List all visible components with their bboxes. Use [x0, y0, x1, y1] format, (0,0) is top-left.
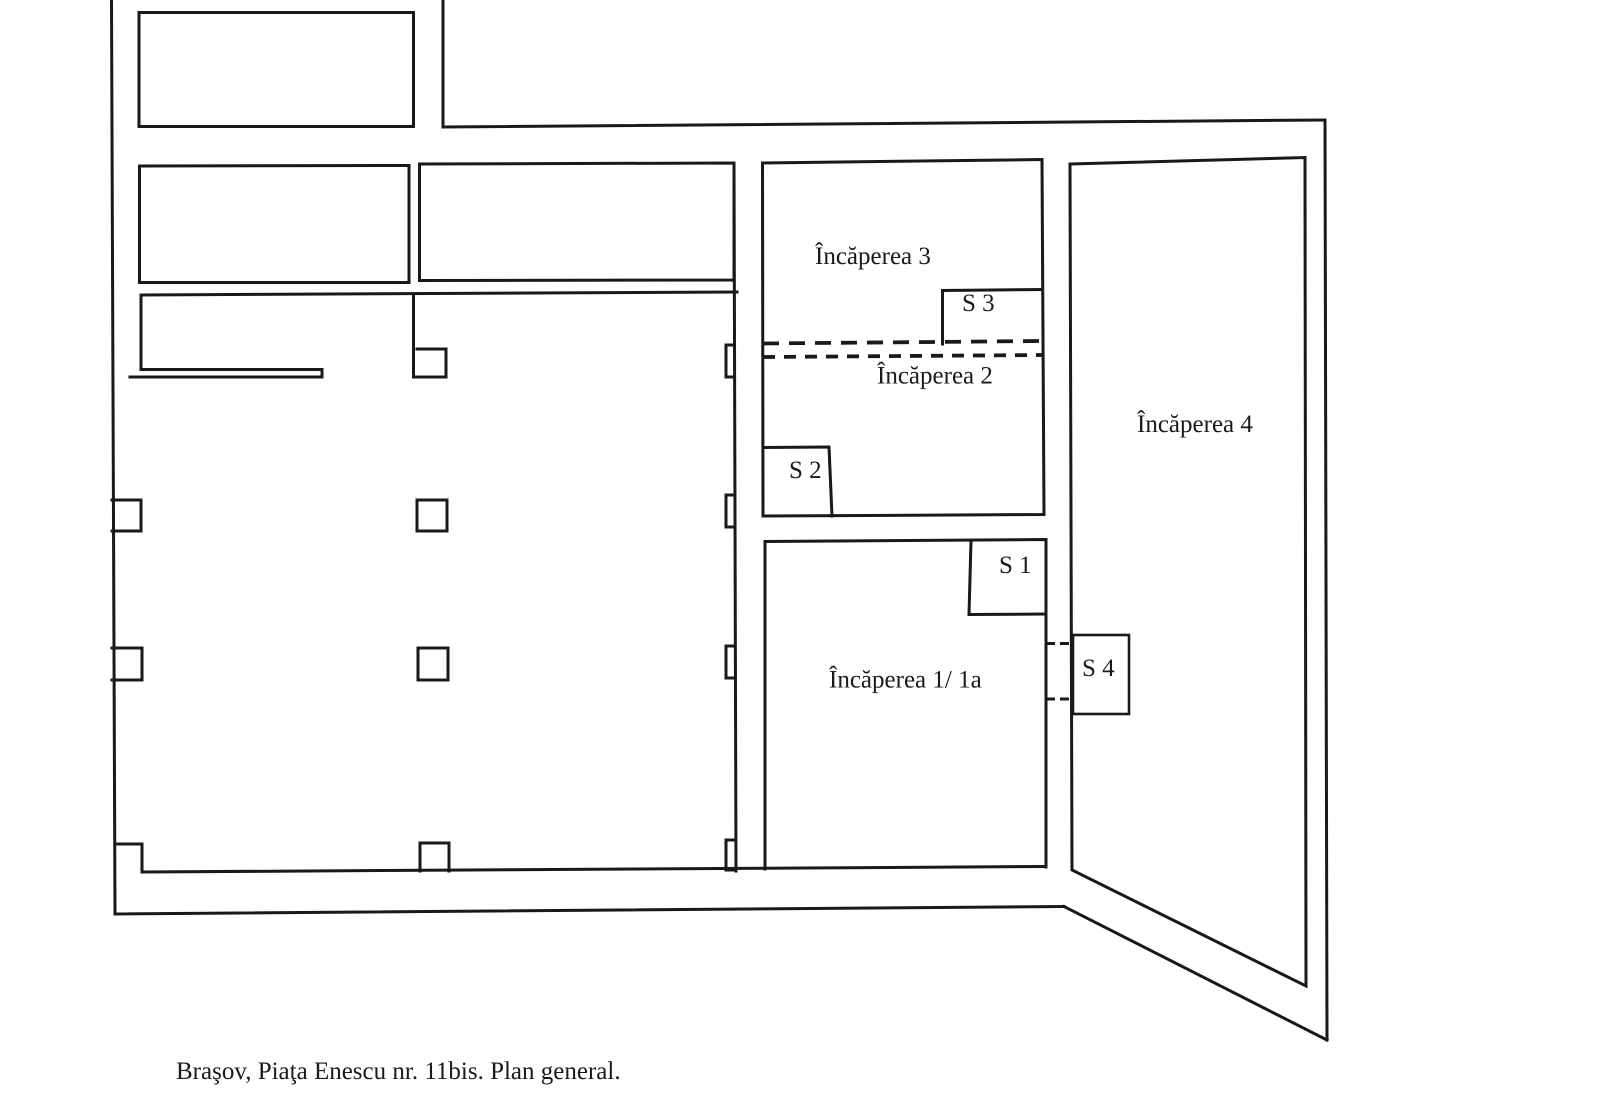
svg-text:S 3: S 3: [962, 290, 995, 317]
svg-text:S 1: S 1: [999, 552, 1032, 579]
svg-text:Braşov, Piaţa Enescu nr. 11bis: Braşov, Piaţa Enescu nr. 11bis. Plan gen…: [176, 1058, 621, 1085]
svg-text:S 2: S 2: [789, 457, 822, 484]
svg-text:Încăperea 4: Încăperea 4: [1137, 410, 1253, 438]
svg-text:Încăperea 3: Încăperea 3: [815, 242, 931, 270]
svg-text:S 4: S 4: [1082, 655, 1115, 682]
svg-text:Încăperea 1/ 1a: Încăperea 1/ 1a: [829, 666, 982, 694]
svg-text:Încăperea 2: Încăperea 2: [877, 362, 993, 390]
